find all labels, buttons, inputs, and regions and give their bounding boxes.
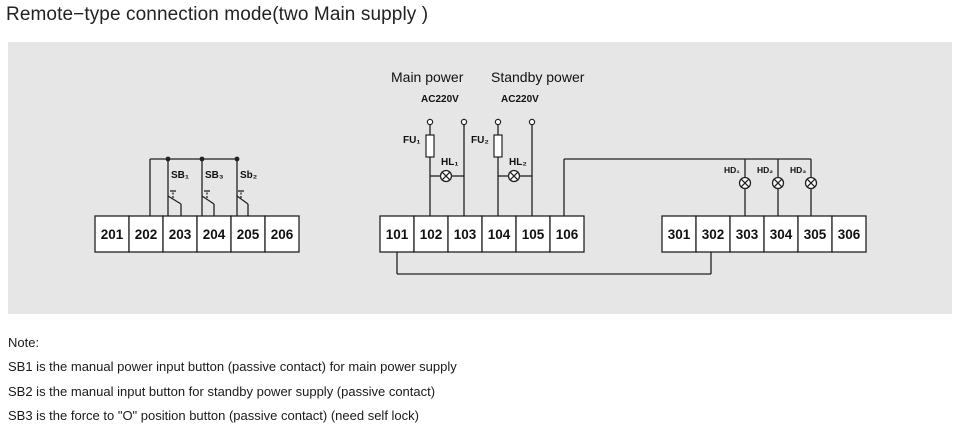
standby-power-circuit: FU₂ HL₂ — [471, 118, 536, 216]
terminal-label: 106 — [556, 227, 579, 242]
button-circuit: SB₁ SB₃ Sb₂ — [149, 156, 257, 216]
page-title: Remote−type connection mode(two Main sup… — [6, 4, 429, 25]
sb1-label: SB₁ — [171, 170, 189, 181]
terminal-box — [763, 215, 799, 253]
terminal-label: 303 — [736, 227, 759, 242]
sb3-label: SB₃ — [205, 170, 224, 181]
diagram-panel — [8, 42, 952, 314]
terminal-label: 204 — [203, 227, 226, 242]
wiring-diagram-svg: Main power AC220V Standby power AC220V F… — [8, 42, 952, 314]
terminal-box — [729, 215, 765, 253]
terminal-label: 103 — [454, 227, 477, 242]
terminal-label: 201 — [101, 227, 124, 242]
terminal-box — [128, 215, 164, 253]
hl2-label: HL₂ — [509, 157, 527, 168]
main-power-label: Main power — [391, 69, 464, 85]
lamp-hd1 — [738, 176, 752, 190]
notes-section: Note: SB1 is the manual power input butt… — [8, 331, 457, 429]
terminal-label: 301 — [668, 227, 691, 242]
terminal-label: 104 — [488, 227, 511, 242]
terminal-label: 306 — [838, 227, 861, 242]
lamp-hd2 — [771, 176, 785, 190]
indicator-circuit: HD₁ HD₂ HD₃ — [563, 158, 818, 216]
fuse-fu2 — [493, 134, 503, 158]
terminal-label: 102 — [420, 227, 443, 242]
terminal-label: 305 — [804, 227, 827, 242]
terminal-strip-300: 301 302 303 304 305 306 — [661, 215, 867, 253]
note-line: SB1 is the manual power input button (pa… — [8, 359, 457, 375]
main-power-circuit: FU₁ HL₁ — [403, 118, 468, 216]
note-line: SB3 is the force to "O" position button … — [8, 408, 419, 424]
terminal-label: 105 — [522, 227, 545, 242]
switch-sb1 — [167, 190, 182, 216]
notes-heading: Note: — [8, 335, 40, 350]
terminal-box — [379, 215, 415, 253]
hl1-label: HL₁ — [441, 157, 458, 168]
standby-voltage-label: AC220V — [501, 94, 539, 105]
standby-power-label: Standby power — [491, 69, 585, 85]
terminal-box — [94, 215, 130, 253]
terminal-label: 101 — [386, 227, 409, 242]
terminal-box — [831, 215, 867, 253]
terminal-box — [481, 215, 517, 253]
terminal-label: 202 — [135, 227, 158, 242]
switch-sb3 — [201, 190, 215, 216]
terminal-strip-100: 101 102 103 104 105 106 — [379, 215, 585, 253]
terminal-strip-200: 201 202 203 204 205 206 — [94, 215, 300, 253]
terminal-box — [162, 215, 198, 253]
terminal-box — [196, 215, 232, 253]
terminal-box — [661, 215, 697, 253]
hd2-label: HD₂ — [757, 165, 773, 175]
lamp-hl2 — [507, 169, 521, 183]
fu1-label: FU₁ — [403, 135, 420, 146]
terminal-label: 203 — [169, 227, 192, 242]
main-voltage-label: AC220V — [421, 94, 459, 105]
lamp-hl1 — [439, 169, 453, 183]
hd1-label: HD₁ — [724, 165, 740, 175]
terminal-label: 302 — [702, 227, 725, 242]
hd3-label: HD₃ — [790, 165, 806, 175]
fu2-label: FU₂ — [471, 135, 489, 146]
terminal-box — [264, 215, 300, 253]
sb2-label: Sb₂ — [240, 170, 257, 181]
terminal-box — [515, 215, 551, 253]
terminal-label: 205 — [237, 227, 260, 242]
lamp-hd3 — [804, 176, 818, 190]
terminal-label: 304 — [770, 227, 793, 242]
terminal-box — [549, 215, 585, 253]
note-line: SB2 is the manual input button for stand… — [8, 383, 436, 399]
terminal-label: 206 — [271, 227, 294, 242]
fuse-fu1 — [425, 134, 435, 158]
switch-sb2 — [236, 190, 249, 216]
wiring-diagram: Main power AC220V Standby power AC220V F… — [8, 42, 952, 314]
